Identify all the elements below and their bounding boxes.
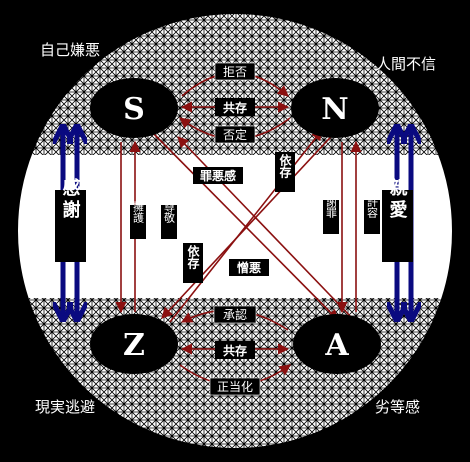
label-justify: 正当化: [217, 380, 253, 394]
middle-labels: 罪悪感 憎悪 依存 依存 擁護 尊敬 謝罪 許容: [130, 152, 380, 283]
corner-top-right: 人間不信: [376, 55, 436, 73]
label-tolerance: 許容: [366, 196, 379, 219]
corner-bottom-right: 劣等感: [375, 398, 420, 416]
node-n-label: N: [321, 92, 348, 127]
node-n: [291, 78, 379, 138]
label-gratitude: 感謝: [60, 177, 81, 222]
label-deny: 否定: [223, 127, 247, 142]
bottom-labels: 承認 共存 正当化: [209, 305, 261, 396]
nodes: S N Z A: [90, 78, 381, 374]
label-guilt: 罪悪感: [200, 168, 236, 183]
node-s: [90, 78, 178, 138]
node-z: [90, 314, 178, 374]
label-respect: 尊敬: [163, 200, 176, 224]
label-defend: 擁護: [132, 200, 145, 224]
node-z-label: Z: [123, 328, 145, 363]
label-depend-lower: 依存: [186, 244, 200, 270]
label-coexist-bottom: 共存: [223, 343, 247, 358]
circle-outline: [16, 12, 454, 450]
node-a: [293, 314, 381, 374]
label-apology: 謝罪: [325, 195, 338, 218]
arrow-z-to-n: [169, 129, 323, 323]
arrow-n-to-z-a: [161, 126, 341, 319]
label-reject: 拒否: [223, 65, 247, 79]
node-s-label: S: [123, 92, 145, 127]
node-a-label: A: [324, 328, 349, 363]
corner-top-left: 自己嫌悪: [40, 41, 100, 59]
label-depend-upper: 依存: [278, 153, 292, 179]
arrow-s-to-a: [149, 129, 339, 321]
top-labels: 拒否 共存 否定: [214, 62, 256, 144]
label-affinity: 親愛: [387, 177, 408, 222]
label-hatred: 憎悪: [237, 260, 261, 275]
side-labels: 感謝 親愛: [55, 177, 413, 262]
label-coexist-top: 共存: [223, 100, 247, 115]
label-approve: 承認: [223, 307, 247, 322]
corner-bottom-left: 現実逃避: [35, 398, 95, 416]
